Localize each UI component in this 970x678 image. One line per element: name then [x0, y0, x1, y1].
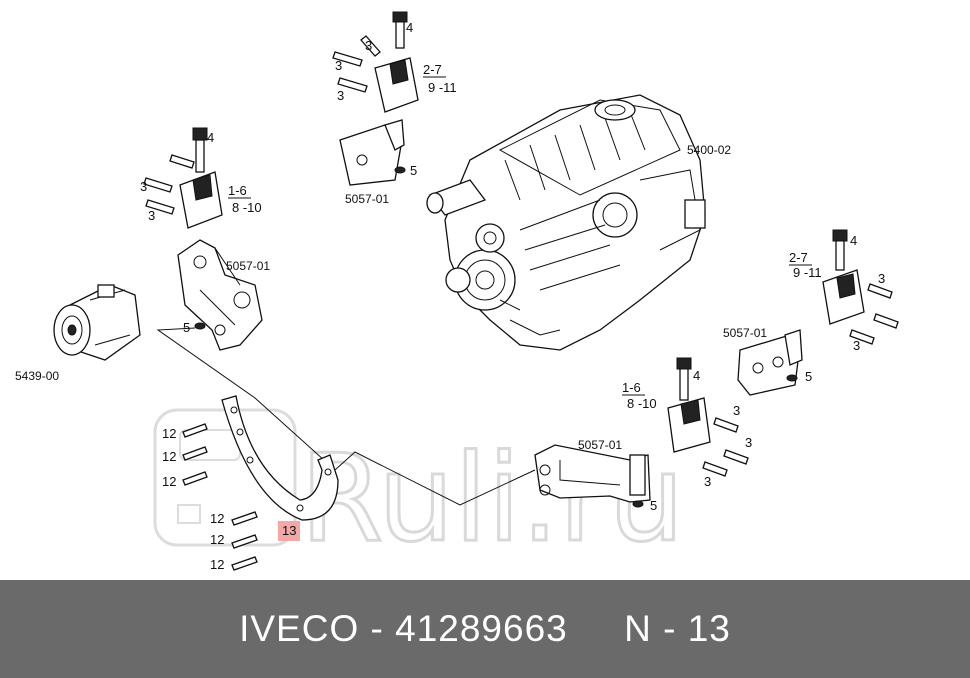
- exploded-parts-diagram: Ruli.ru 5400-02 5439-00: [15, 11, 899, 572]
- right-mount-nut-num: 5: [805, 369, 812, 384]
- part-number-caption: IVECO - 41289663 N - 13: [239, 608, 731, 649]
- screw-num-1: 12: [162, 426, 176, 441]
- engine-assembly: [426, 94, 706, 351]
- top-mount-bolt-side-1-num: 3: [365, 38, 372, 53]
- left-mount-nut-num: 5: [183, 320, 190, 335]
- left-mount-bolt-top-num: 4: [207, 130, 214, 145]
- top-mount-range-b: 9 -11: [428, 80, 457, 95]
- top-mount: [332, 11, 419, 186]
- bottom-bracket-label: 5057-01: [578, 438, 622, 452]
- screw-num-2: 12: [162, 449, 176, 464]
- right-mount: [737, 229, 899, 396]
- bottom-mount-range-b: 8 -10: [627, 396, 657, 411]
- top-mount-bolt-side-3-num: 3: [337, 88, 344, 103]
- right-mount-range-b: 9 -11: [793, 265, 822, 280]
- top-mount-bolt-side-2-num: 3: [335, 58, 342, 73]
- right-mount-bolt-side-2-num: 3: [853, 338, 860, 353]
- left-bracket-label: 5057-01: [226, 259, 270, 273]
- engine-label: 5400-02: [687, 143, 731, 157]
- top-mount-bolt-top-num: 4: [406, 20, 413, 35]
- strap-part: [221, 395, 339, 521]
- left-mount: [143, 127, 263, 351]
- bottom-mount-bolt-top-num: 4: [693, 368, 700, 383]
- top-mount-nut-num: 5: [410, 163, 417, 178]
- bottom-mount-bolt-side-1-num: 3: [733, 403, 740, 418]
- screw-num-4: 12: [210, 511, 224, 526]
- right-mount-range-a: 2-7: [789, 250, 808, 265]
- screw-num-6: 12: [210, 557, 224, 572]
- left-mount-range-a: 1-6: [228, 183, 247, 198]
- screw-num-5: 12: [210, 532, 224, 547]
- screw-num-3: 12: [162, 474, 176, 489]
- bottom-mount-bolt-side-3-num: 3: [704, 474, 711, 489]
- bottom-mount-nut-num: 5: [650, 498, 657, 513]
- highlight-label: 13: [282, 523, 296, 538]
- compressor: [53, 284, 141, 361]
- left-mount-range-b: 8 -10: [232, 200, 262, 215]
- screw-set: [182, 423, 258, 571]
- bottom-mount-range-a: 1-6: [622, 380, 641, 395]
- top-mount-range-a: 2-7: [423, 62, 442, 77]
- bottom-mount-bolt-side-2-num: 3: [745, 435, 752, 450]
- right-bracket-label: 5057-01: [723, 326, 767, 340]
- top-bracket-label: 5057-01: [345, 192, 389, 206]
- left-mount-bolt-side-1-num: 3: [140, 179, 147, 194]
- highlight-marker: [278, 521, 300, 541]
- compressor-label: 5439-00: [15, 369, 59, 383]
- left-mount-bolt-side-2-num: 3: [148, 208, 155, 223]
- right-mount-bolt-side-1-num: 3: [878, 271, 885, 286]
- bottom-mount: [534, 357, 749, 508]
- right-mount-bolt-top-num: 4: [850, 233, 857, 248]
- footer-bar: IVECO - 41289663 N - 13: [0, 580, 970, 678]
